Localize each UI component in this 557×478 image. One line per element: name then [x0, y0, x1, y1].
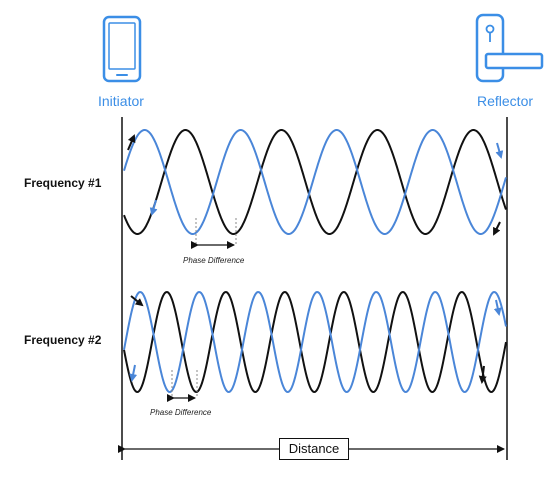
frequency-2-reflect-arrow-blue — [493, 299, 502, 316]
frequency-1-waves — [123, 129, 507, 236]
initiator-label: Initiator — [98, 93, 144, 109]
frequency-1-start-arrow — [127, 134, 136, 151]
frequency-1-black-wave — [123, 129, 507, 235]
frequency-1-label: Frequency #1 — [24, 176, 102, 190]
frequency-2-waves — [123, 290, 507, 394]
frequency-2-return-arrow — [129, 364, 138, 382]
phase-difference-label-2: Phase Difference — [150, 408, 212, 417]
phase-difference-label-1: Phase Difference — [183, 256, 245, 265]
phone-icon — [102, 15, 142, 83]
frequency-2-reflect-arrow-black — [478, 365, 487, 384]
frequency-2-blue-wave — [123, 290, 507, 394]
frequency-2-label: Frequency #2 — [24, 333, 102, 347]
door-lock-icon — [475, 13, 544, 83]
frequency-1-reflect-arrow-blue — [495, 142, 504, 159]
frequency-2-black-wave — [123, 290, 507, 394]
distance-label: Distance — [279, 438, 349, 460]
frequency-1-reflect-arrow-black — [493, 221, 501, 236]
frequency-2-start-arrow — [130, 295, 144, 307]
reflector-label: Reflector — [477, 93, 534, 109]
frequency-1-return-arrow — [149, 199, 158, 216]
frequency-1-blue-wave — [123, 129, 507, 235]
